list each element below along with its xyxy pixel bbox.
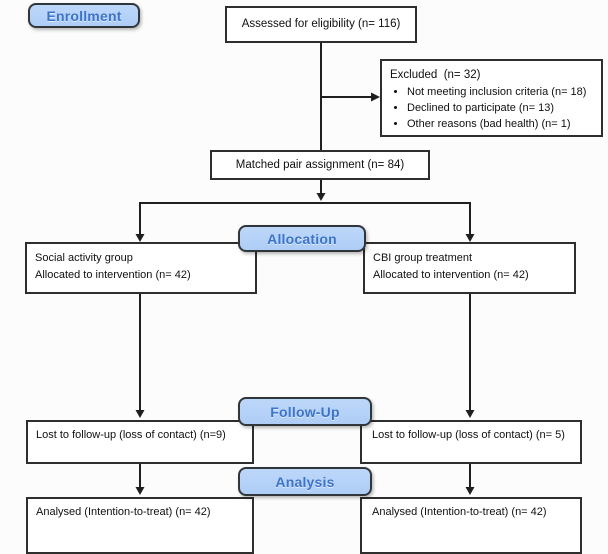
enrollment-stage-label-text: Enrollment bbox=[46, 7, 122, 24]
analysis-right-box: Analysed (Intention-to-treat) (n= 42) bbox=[360, 497, 582, 554]
analysis-stage-label: Analysis bbox=[238, 467, 372, 496]
arrowhead-followup-left bbox=[135, 410, 145, 418]
followup-right-box: Lost to follow-up (loss of contact) (n= … bbox=[360, 420, 582, 464]
allocation-left-line2: Allocated to intervention (n= 42) bbox=[35, 269, 191, 282]
excluded-title: Excluded (n= 32) bbox=[390, 69, 481, 81]
assessed-eligibility-box: Assessed for eligibility (n= 116) bbox=[225, 6, 417, 43]
matched-pair-box: Matched pair assignment (n= 84) bbox=[210, 150, 430, 180]
enrollment-stage-label: Enrollment bbox=[28, 3, 140, 28]
analysis-right-text: Analysed (Intention-to-treat) (n= 42) bbox=[372, 506, 547, 518]
analysis-left-box: Analysed (Intention-to-treat) (n= 42) bbox=[26, 497, 254, 554]
excluded-reason-item: Not meeting inclusion criteria (n= 18) bbox=[407, 85, 597, 101]
arrowhead-alloc-left bbox=[135, 234, 145, 242]
allocation-left-box: Social activity group Allocated to inter… bbox=[25, 242, 257, 294]
allocation-right-line1: CBI group treatment bbox=[373, 252, 473, 264]
allocation-stage-label-text: Allocation bbox=[267, 230, 337, 247]
arrowhead-analysis-left bbox=[135, 487, 145, 495]
arrowhead-split bbox=[316, 193, 326, 201]
allocation-right-box: CBI group treatment Allocated to interve… bbox=[363, 242, 576, 294]
followup-stage-label: Follow-Up bbox=[238, 397, 372, 426]
matched-pair-text: Matched pair assignment (n= 84) bbox=[235, 158, 405, 171]
excluded-reasons-list: Not meeting inclusion criteria (n= 18) D… bbox=[390, 85, 597, 133]
excluded-reason-item: Declined to participate (n= 13) bbox=[407, 101, 597, 117]
assessed-eligibility-text: Assessed for eligibility (n= 116) bbox=[241, 18, 401, 31]
excluded-reason-item: Other reasons (bad health) (n= 1) bbox=[407, 117, 597, 133]
analysis-left-text: Analysed (Intention-to-treat) (n= 42) bbox=[36, 506, 211, 518]
followup-left-box: Lost to follow-up (loss of contact) (n=9… bbox=[26, 420, 254, 464]
analysis-stage-label-text: Analysis bbox=[275, 473, 335, 490]
arrowhead-excluded bbox=[371, 92, 380, 102]
allocation-left-line1: Social activity group bbox=[35, 252, 133, 264]
followup-stage-label-text: Follow-Up bbox=[270, 403, 340, 420]
line-split-bar bbox=[139, 202, 471, 235]
allocation-stage-label: Allocation bbox=[238, 225, 366, 252]
followup-left-text: Lost to follow-up (loss of contact) (n=9… bbox=[36, 429, 226, 441]
arrowhead-analysis-right bbox=[465, 487, 475, 495]
arrowhead-followup-right bbox=[465, 410, 475, 418]
excluded-box: Excluded (n= 32) Not meeting inclusion c… bbox=[380, 59, 603, 137]
arrowhead-alloc-right bbox=[465, 234, 475, 242]
allocation-right-line2: Allocated to intervention (n= 42) bbox=[373, 269, 529, 282]
followup-right-text: Lost to follow-up (loss of contact) (n= … bbox=[372, 429, 565, 441]
